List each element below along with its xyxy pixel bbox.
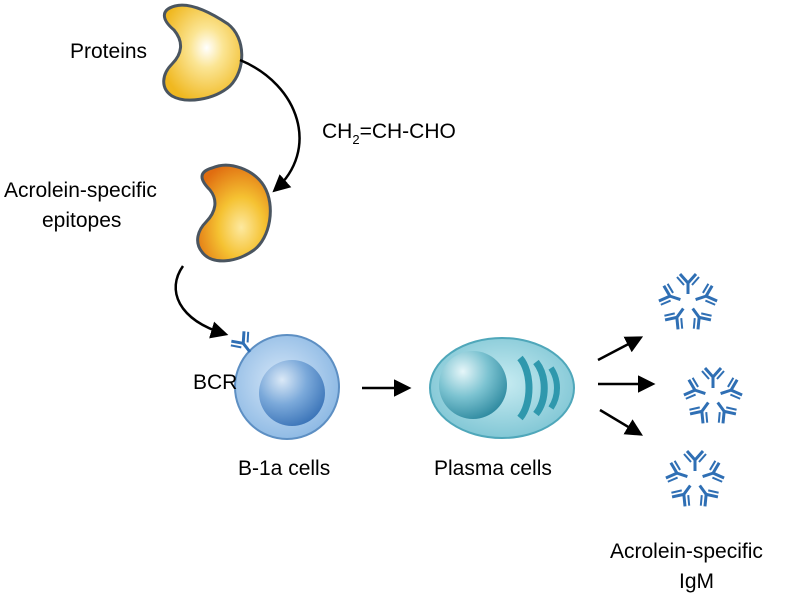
proteins-label: Proteins bbox=[70, 40, 147, 63]
epitopes-label-line1: Acrolein-specific bbox=[4, 179, 157, 202]
igm-label-line1: Acrolein-specific bbox=[610, 540, 763, 563]
secretion-arrow-down bbox=[599, 408, 644, 436]
bean-modified-protein-icon bbox=[196, 163, 272, 263]
plasma-cell-icon bbox=[429, 337, 575, 439]
plasma-cells-label: Plasma cells bbox=[434, 457, 552, 480]
secretion-arrow-up bbox=[597, 336, 644, 362]
acrolein-formula: CH2=CH-CHO bbox=[322, 120, 456, 147]
epitopes-label-line2: epitopes bbox=[42, 209, 121, 232]
igm-label-line2: IgM bbox=[679, 570, 714, 593]
modification-arrow bbox=[239, 58, 301, 193]
bcr-label: BCR bbox=[193, 371, 237, 394]
b1a-cells-label: B-1a cells bbox=[238, 457, 330, 480]
igm-pentamer-icon bbox=[665, 451, 725, 508]
binding-arrow bbox=[174, 265, 229, 339]
igm-pentamer-icon bbox=[683, 368, 743, 425]
b-cell-icon bbox=[234, 334, 340, 440]
bean-protein-icon bbox=[162, 3, 244, 102]
igm-pentamer-icon bbox=[658, 274, 718, 331]
